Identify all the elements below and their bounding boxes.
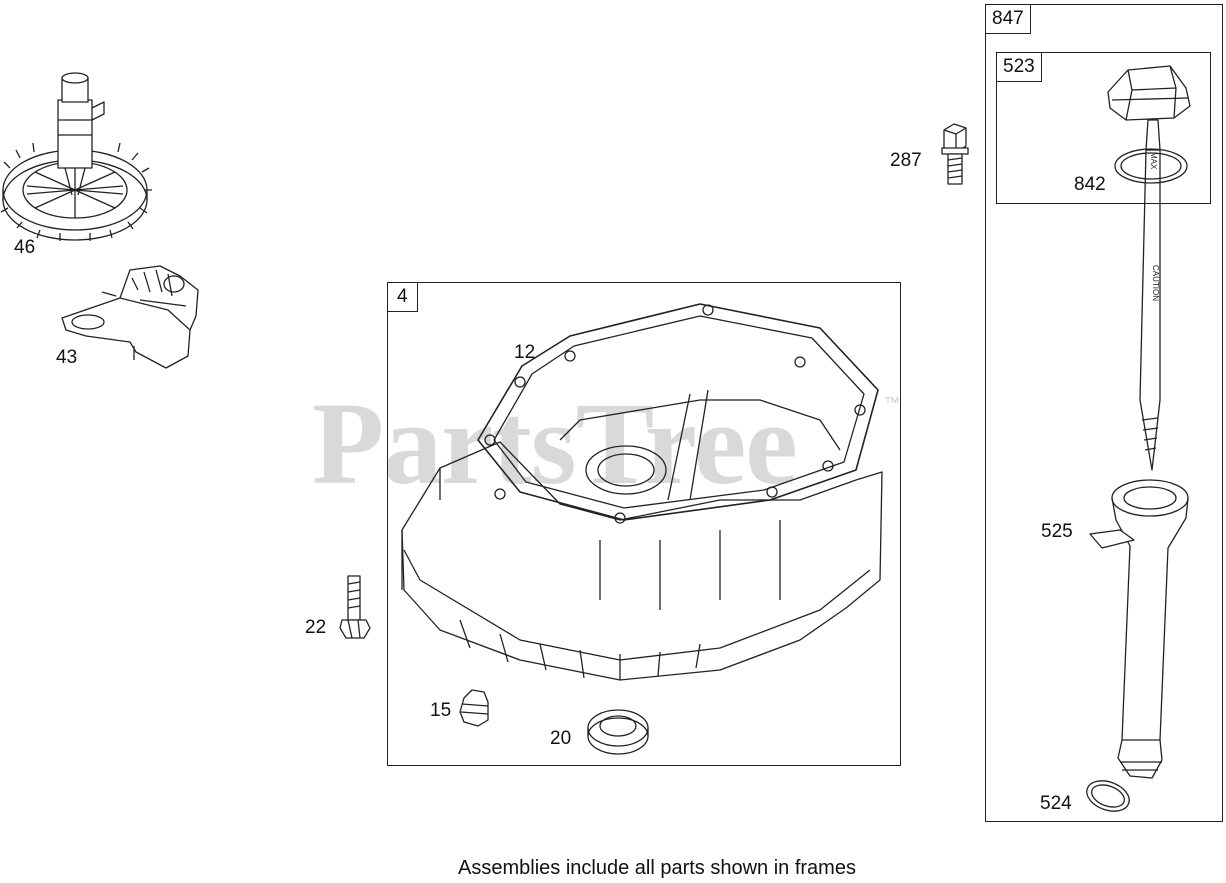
oil-seal-20-icon — [587, 709, 649, 755]
governor-bracket-icon — [61, 265, 199, 369]
part-label-46[interactable]: 46 — [14, 237, 36, 258]
part-label-524[interactable]: 524 — [1040, 793, 1072, 814]
crankcase-sump-icon — [401, 389, 883, 681]
frame-4-tag: 4 — [387, 282, 418, 312]
part-label-287[interactable]: 287 — [890, 150, 922, 171]
part-label-22[interactable]: 22 — [305, 617, 327, 638]
watermark-trademark: ™ — [884, 395, 900, 412]
part-label-20[interactable]: 20 — [550, 728, 572, 749]
part-label-525[interactable]: 525 — [1041, 521, 1073, 542]
plug-15-icon — [459, 689, 489, 727]
dipstick-tube-icon — [1089, 479, 1189, 779]
frame-847-tag: 847 — [985, 4, 1031, 34]
frame-4 — [387, 282, 901, 766]
frame-523 — [996, 52, 1211, 204]
bolt-287-icon — [941, 123, 969, 185]
part-label-43[interactable]: 43 — [56, 347, 78, 368]
frame-523-tag: 523 — [996, 52, 1042, 82]
dipstick-caution-text: CAUTION — [1151, 265, 1160, 301]
governor-gear-icon — [0, 72, 152, 241]
gasket-12-icon — [477, 303, 879, 524]
bolt-22-icon — [339, 575, 371, 639]
frame-847 — [985, 4, 1223, 822]
dipstick-icon — [1107, 65, 1191, 471]
o-ring-842-icon — [1114, 148, 1188, 184]
part-label-842[interactable]: 842 — [1074, 174, 1106, 195]
o-ring-524-icon — [1086, 780, 1130, 812]
dipstick-max-text: MAX — [1149, 152, 1158, 170]
part-label-12[interactable]: 12 — [514, 342, 536, 363]
footer-note: Assemblies include all parts shown in fr… — [458, 857, 856, 879]
part-label-15[interactable]: 15 — [430, 700, 452, 721]
